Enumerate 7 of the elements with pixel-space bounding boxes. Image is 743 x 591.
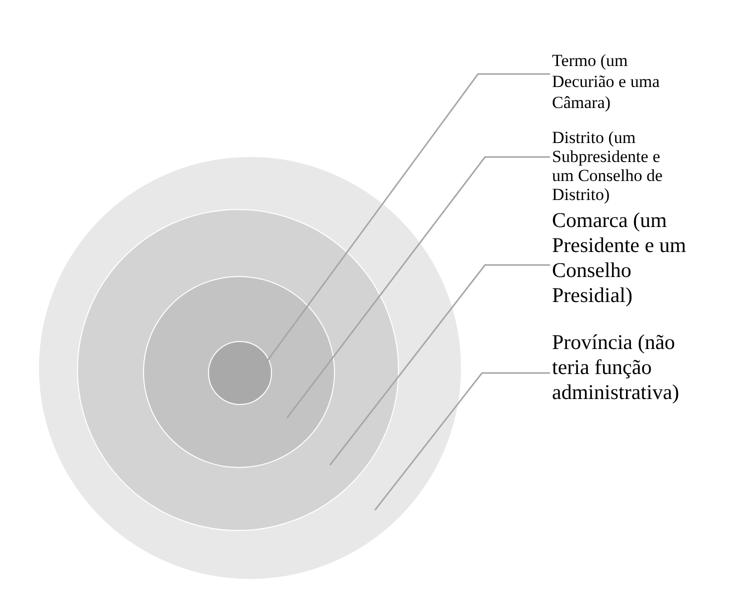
level-label: Comarca (um Presidente e um Conselho Presidial) xyxy=(552,208,712,308)
leader-line xyxy=(374,372,550,510)
level-label: Distrito (um Subpresidente e um Conselho de Distrito) xyxy=(552,128,686,204)
leader-line xyxy=(286,156,550,418)
leader-line xyxy=(329,264,550,466)
level-label: Termo (um Decurião e uma Câmara) xyxy=(552,50,680,113)
level-label: Província (não teria função administrativa) xyxy=(552,330,712,405)
